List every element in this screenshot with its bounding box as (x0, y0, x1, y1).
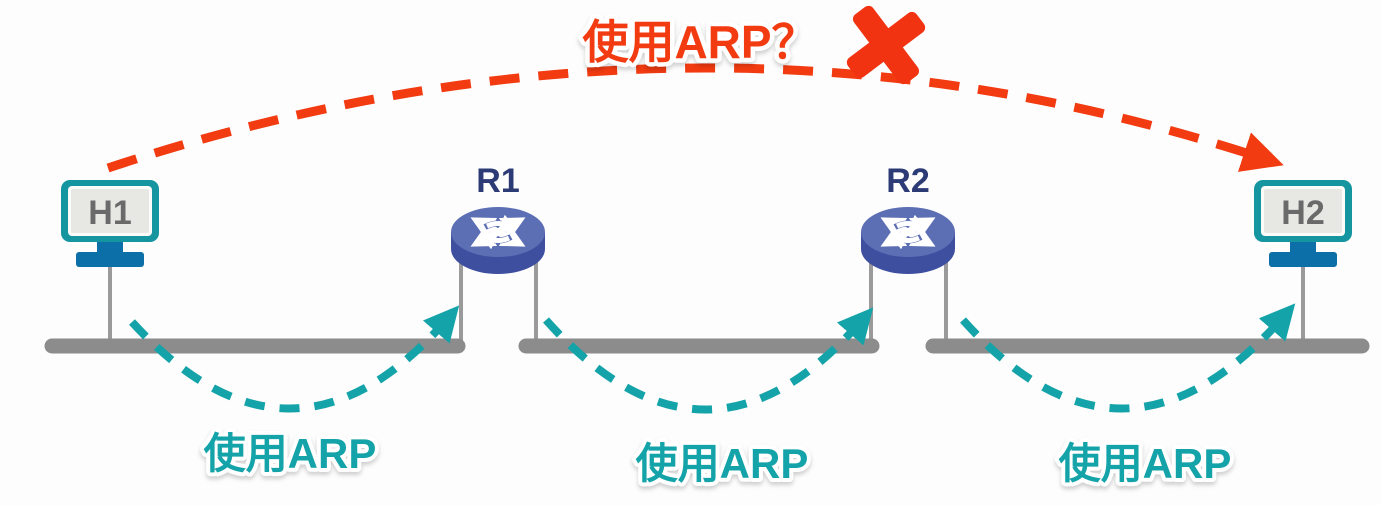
monitor-stand-base (76, 252, 144, 267)
arp-label-segment-1: 使用ARP (204, 430, 377, 477)
node-r1: R1 (451, 162, 545, 274)
node-h2: H2 (1254, 180, 1352, 267)
crossed-arrows-router-icon (861, 207, 955, 274)
router-r2-label: R2 (886, 162, 929, 200)
node-r2: R2 (861, 162, 955, 274)
monitor-stand-neck (97, 242, 123, 254)
host-h2-label: H2 (1281, 194, 1324, 232)
monitor-stand-neck (1290, 242, 1316, 254)
router-r1-label: R1 (476, 162, 519, 200)
host-h1-label: H1 (88, 194, 131, 232)
red-x-icon (846, 5, 926, 85)
top-arc-label: 使用ARP？ (582, 16, 817, 68)
arc-h1-r1-arp (129, 305, 460, 413)
arp-label-segment-2: 使用ARP (636, 440, 809, 487)
arc-h1-h2-arp-question (106, 63, 1284, 173)
arc-r1-r2-arp (543, 307, 874, 414)
node-h1: H1 (61, 180, 159, 267)
monitor-stand-base (1269, 252, 1337, 267)
arp-label-segment-3: 使用ARP (1059, 440, 1232, 487)
arc-r2-h2-arp (960, 303, 1296, 413)
crossed-arrows-router-icon (451, 207, 545, 274)
segment-arp-arcs (129, 303, 1296, 414)
drop-links (108, 255, 1305, 345)
